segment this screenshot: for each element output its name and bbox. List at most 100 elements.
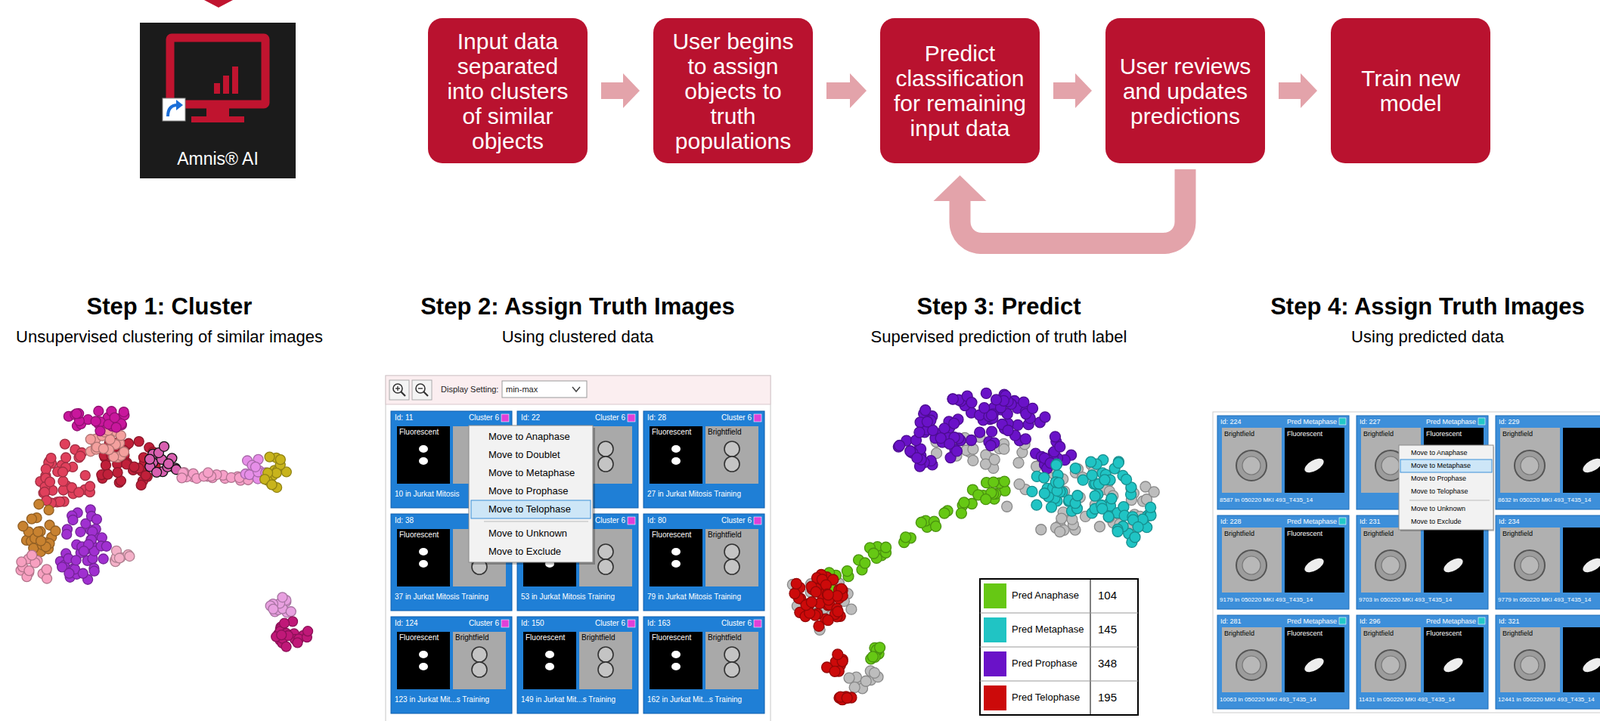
data-point: [832, 649, 844, 661]
data-point: [40, 464, 51, 475]
channel-name: Fluorescent: [1426, 629, 1462, 638]
class-swatch: [1339, 617, 1346, 625]
nucleus: [418, 548, 428, 556]
data-point: [59, 439, 70, 450]
data-point: [114, 553, 125, 564]
data-point: [118, 407, 129, 418]
data-point: [136, 480, 146, 490]
image-tile: [1495, 615, 1600, 710]
flow-arrow: [1053, 73, 1092, 109]
data-point: [95, 426, 106, 437]
data-point: [100, 460, 111, 471]
image-tile: [643, 617, 765, 714]
cell-inner: [1381, 556, 1400, 575]
cluster-swatch: [753, 517, 762, 525]
tile-source: 27 in Jurkat Mitosis Training: [647, 489, 742, 500]
data-point: [1054, 527, 1066, 538]
nucleus: [671, 548, 681, 556]
data-point: [939, 423, 950, 435]
data-point: [1020, 434, 1031, 445]
process-box: Predict classification for remaining inp…: [880, 18, 1040, 164]
data-point: [860, 675, 872, 687]
data-point: [1103, 511, 1114, 523]
brightfield-pane: [1361, 627, 1421, 693]
prediction-plot: [787, 387, 1160, 705]
brightfield-pane: [1500, 627, 1560, 693]
data-point: [948, 418, 960, 429]
box-text: Train new model: [1342, 65, 1480, 116]
data-point: [285, 607, 296, 618]
image-tile: [643, 514, 765, 611]
data-point: [1049, 431, 1061, 443]
data-point: [914, 427, 925, 438]
legend-row: Pred Metaphase: [979, 613, 1091, 648]
data-point: [16, 557, 27, 568]
data-point: [867, 651, 878, 663]
cell: [598, 662, 614, 678]
tile-class: Pred Metaphase: [1286, 517, 1337, 526]
step-subtitle: Unsupervised clustering of similar image…: [15, 327, 323, 347]
data-point: [920, 405, 931, 416]
tile-id: Id: 231: [1359, 517, 1381, 526]
data-point: [951, 446, 962, 457]
nucleus: [418, 457, 428, 466]
zoom-handle: [400, 391, 406, 397]
data-point: [93, 406, 104, 417]
cell: [1375, 550, 1406, 581]
fluorescent-pane: [396, 632, 450, 690]
chart-bar: [223, 75, 230, 94]
tile-id: Id: 296: [1359, 617, 1381, 626]
data-point: [98, 554, 109, 565]
data-point: [1038, 472, 1050, 484]
data-point: [90, 416, 101, 427]
tile-id: Id: 234: [1498, 517, 1520, 526]
channel-name: Brightfield: [1363, 430, 1394, 438]
data-point: [26, 514, 37, 525]
data-point: [1039, 412, 1051, 423]
tile-source: 12441 in 050220 MKI 493_T435_14: [1497, 696, 1595, 704]
channel-name: Brightfield: [455, 633, 489, 643]
data-point: [869, 667, 881, 679]
data-point: [109, 412, 120, 423]
legend-row: Pred Anaphase: [979, 579, 1091, 614]
menu-highlight: [1400, 459, 1492, 473]
menu-item: Move to Telophase: [1410, 487, 1468, 496]
zoom-handle: [423, 391, 428, 397]
legend-text: Pred Prophase: [1011, 657, 1078, 670]
tile-frame: [1356, 615, 1489, 710]
cell: [1236, 650, 1267, 681]
data-point: [966, 397, 977, 409]
fluorescent-pane: [1423, 527, 1484, 593]
tile-source: 162 in Jurkat Mit...s Training: [647, 695, 742, 705]
menu-separator: [1409, 500, 1490, 502]
data-point: [989, 454, 1000, 466]
cell: [1236, 450, 1267, 481]
cell: [1514, 650, 1545, 681]
data-point: [1069, 463, 1081, 475]
data-point: [159, 441, 170, 452]
data-point: [71, 555, 81, 566]
tile-class: Cluster 6: [721, 619, 752, 629]
box-text: Predict classification for remaining inp…: [892, 40, 1029, 141]
data-point: [303, 626, 314, 637]
tile-id: Id: 28: [647, 413, 667, 423]
channel-name: Fluorescent: [399, 530, 439, 540]
legend-text: Pred Metaphase: [1011, 623, 1084, 636]
shortcut-arrow-head: [176, 99, 183, 111]
tile-source: 9703 in 050220 MKI 493_T435_14: [1358, 596, 1452, 604]
data-point: [986, 426, 998, 438]
menu-item: Move to Exclude: [488, 546, 562, 559]
data-point: [1002, 425, 1014, 437]
dropdown-value: min-max: [505, 384, 538, 395]
data-point: [176, 473, 187, 484]
data-point: [874, 642, 886, 654]
flow-arrow: [933, 169, 1186, 244]
data-point: [813, 620, 825, 632]
cluster-plot: [15, 406, 313, 653]
legend-swatch: [983, 685, 1007, 711]
menu-item: Move to Prophase: [488, 486, 569, 498]
app-icon: Amnis® AI: [139, 22, 296, 179]
data-point: [822, 589, 834, 601]
nucleus: [418, 651, 428, 659]
